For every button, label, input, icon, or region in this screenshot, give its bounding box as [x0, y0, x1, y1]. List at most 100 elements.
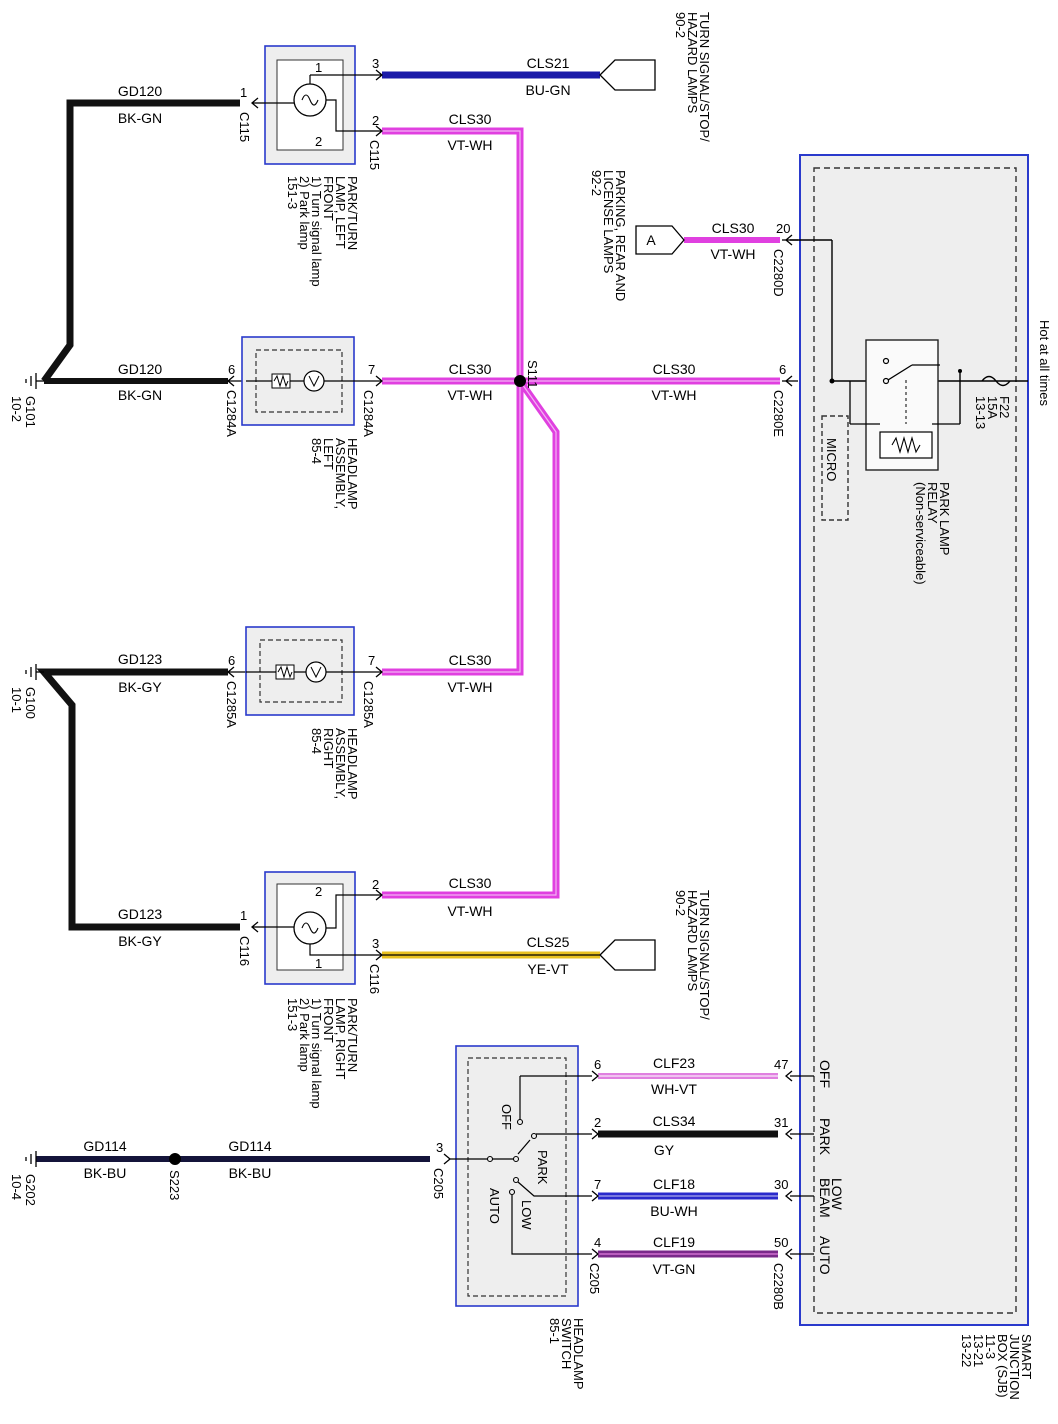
parking-flag-label: A — [646, 232, 656, 248]
connector-c1285a-right: C1285A — [361, 681, 376, 728]
sjb-switch-inputs — [790, 1075, 814, 1255]
switch-pos-park: PARK — [535, 1150, 550, 1185]
ground-g100-page: 10-1 — [9, 687, 24, 713]
wire-gd120-top-circuit: GD120 — [118, 83, 163, 99]
pin-c115-2: 2 — [372, 113, 379, 128]
switch-label-1: HEADLAMP — [571, 1318, 586, 1390]
switch-pos-low: LOW — [519, 1200, 534, 1230]
micro-box — [821, 415, 849, 521]
plf-label-4: 1) Turn signal lamp — [309, 176, 324, 287]
splice-s111 — [514, 375, 526, 387]
pin-c115-1: 1 — [240, 85, 247, 100]
ref-turn-top-3: 90-2 — [673, 12, 688, 38]
wire-clf18-color: BU-WH — [650, 1203, 697, 1219]
wire-cls21-circuit: CLS21 — [527, 55, 570, 71]
wire-clf23-color: WH-VT — [651, 1081, 697, 1097]
wire-cls30-plf-circuit: CLS30 — [449, 111, 492, 127]
hl-right-label-1: HEADLAMP — [345, 728, 360, 800]
plf-label-1: PARK/TURN — [345, 176, 360, 250]
hl-left-label-4: 85-4 — [309, 438, 324, 464]
sjb-label-1: SMART — [1019, 1334, 1034, 1379]
prf-label-3: FRONT — [321, 998, 336, 1043]
prf-label-6: 151-3 — [285, 998, 300, 1031]
hl-right-label-4: 85-4 — [309, 728, 324, 754]
prf-label-4: 1) Turn signal lamp — [309, 998, 324, 1109]
connector-c205-bottom: C205 — [587, 1263, 602, 1294]
park-lamp-relay — [849, 339, 960, 471]
sjb-pin-label-beam: BEAM — [817, 1178, 833, 1218]
wire-cls30-prf-color: VT-WH — [447, 903, 492, 919]
wire-cls30-plf-color: VT-WH — [447, 137, 492, 153]
switch-label-2: SWITCH — [559, 1318, 574, 1369]
gd114-wires — [36, 1153, 430, 1165]
sjb-pin-label-off: OFF — [817, 1060, 833, 1088]
ref-parking-1: PARKING, REAR AND — [613, 170, 628, 301]
ground-g100-name: G100 — [23, 687, 38, 719]
fuse-label-3: 13-13 — [973, 396, 988, 429]
hl-left-label-1: HEADLAMP — [345, 438, 360, 510]
relay-label-3: (Non-serviceable) — [913, 482, 928, 585]
pin-c116-2: 2 — [372, 877, 379, 892]
wire-cls30-hl-right-circuit: CLS30 — [449, 652, 492, 668]
plf-label-3: FRONT — [321, 176, 336, 221]
wire-cls34-color: GY — [654, 1142, 675, 1158]
wire-gd123-upper-color: BK-GY — [118, 679, 162, 695]
sjb-pin-label-park: PARK — [817, 1118, 833, 1156]
switch-wires — [598, 1073, 778, 1258]
pin-c205-4: 4 — [594, 1235, 601, 1250]
ground-wires — [36, 99, 240, 931]
pin-c116-3: 3 — [372, 936, 379, 951]
sjb-pin-label-auto: AUTO — [817, 1236, 833, 1275]
connector-c116-left: C116 — [237, 936, 252, 966]
connector-c1284a-left: C1284A — [224, 390, 239, 437]
connector-marks — [226, 69, 798, 1260]
connector-c1284a-right: C1284A — [361, 390, 376, 437]
ref-turn-bottom-1: TURN SIGNAL/STOP/ — [697, 890, 712, 1020]
hl-right-label-2: ASSEMBLY, — [333, 728, 348, 799]
pin-c2280b-47: 47 — [774, 1057, 788, 1072]
ground-g101-page: 10-2 — [9, 396, 24, 422]
switch-pos-off: OFF — [499, 1104, 514, 1130]
wire-gd123-lower-circuit: GD123 — [118, 906, 163, 922]
splice-s111-label: S111 — [525, 360, 540, 388]
micro-label: MICRO — [824, 438, 839, 481]
wire-gd114-b-color: BK-BU — [229, 1165, 272, 1181]
ground-g202-name: G202 — [23, 1174, 38, 1206]
pin-c2280b-50: 50 — [774, 1235, 788, 1250]
cls30-wires — [382, 127, 780, 899]
pin-c1284a-7: 7 — [368, 362, 375, 377]
lamp-plf-pin-1: 1 — [315, 60, 322, 75]
wire-gd114-b-circuit: GD114 — [228, 1138, 272, 1154]
wire-cls30-hl-right-color: VT-WH — [447, 679, 492, 695]
relay-label-2: RELAY — [925, 482, 940, 524]
headlamp-assembly-right — [245, 626, 364, 716]
wire-clf19-circuit: CLF19 — [653, 1234, 695, 1250]
plf-label-2: LAMP, LEFT — [333, 176, 348, 249]
pin-c205-2: 2 — [594, 1115, 601, 1130]
pin-c205-7: 7 — [594, 1177, 601, 1192]
wire-gd123-upper-circuit: GD123 — [118, 651, 163, 667]
pin-c205-6: 6 — [594, 1057, 601, 1072]
pin-c115-3: 3 — [372, 56, 379, 71]
hot-at-all-times-label: Hot at all times — [1037, 320, 1052, 406]
wire-gd114-a-color: BK-BU — [84, 1165, 127, 1181]
wire-gd114-a-circuit: GD114 — [83, 1138, 127, 1154]
wire-clf23-circuit: CLF23 — [653, 1055, 695, 1071]
ref-parking-3: 92-2 — [589, 170, 604, 196]
ref-turn-top-1: TURN SIGNAL/STOP/ — [697, 12, 712, 142]
pin-c1285a-7: 7 — [368, 653, 375, 668]
connector-c2280d: C2280D — [771, 249, 786, 297]
switch-pos-auto: AUTO — [487, 1188, 502, 1224]
sjb-label-3: BOX (SJB) — [995, 1334, 1010, 1398]
wire-cls30-prf-circuit: CLS30 — [449, 875, 492, 891]
connector-c205-pin3: C205 — [431, 1168, 446, 1199]
park-turn-lamp-right — [264, 871, 370, 985]
wire-cls30-parking-color: VT-WH — [710, 246, 755, 262]
hl-left-label-3: LEFT — [321, 438, 336, 470]
wire-gd120-top-color: BK-GN — [118, 110, 162, 126]
component-labels: PARK/TURN LAMP, LEFT FRONT 1) Turn signa… — [285, 176, 1052, 1400]
wire-cls30-hl-left-circuit: CLS30 — [449, 361, 492, 377]
wire-gd120-mid-circuit: GD120 — [118, 361, 163, 377]
sjb-label-6: 13-22 — [959, 1334, 974, 1367]
